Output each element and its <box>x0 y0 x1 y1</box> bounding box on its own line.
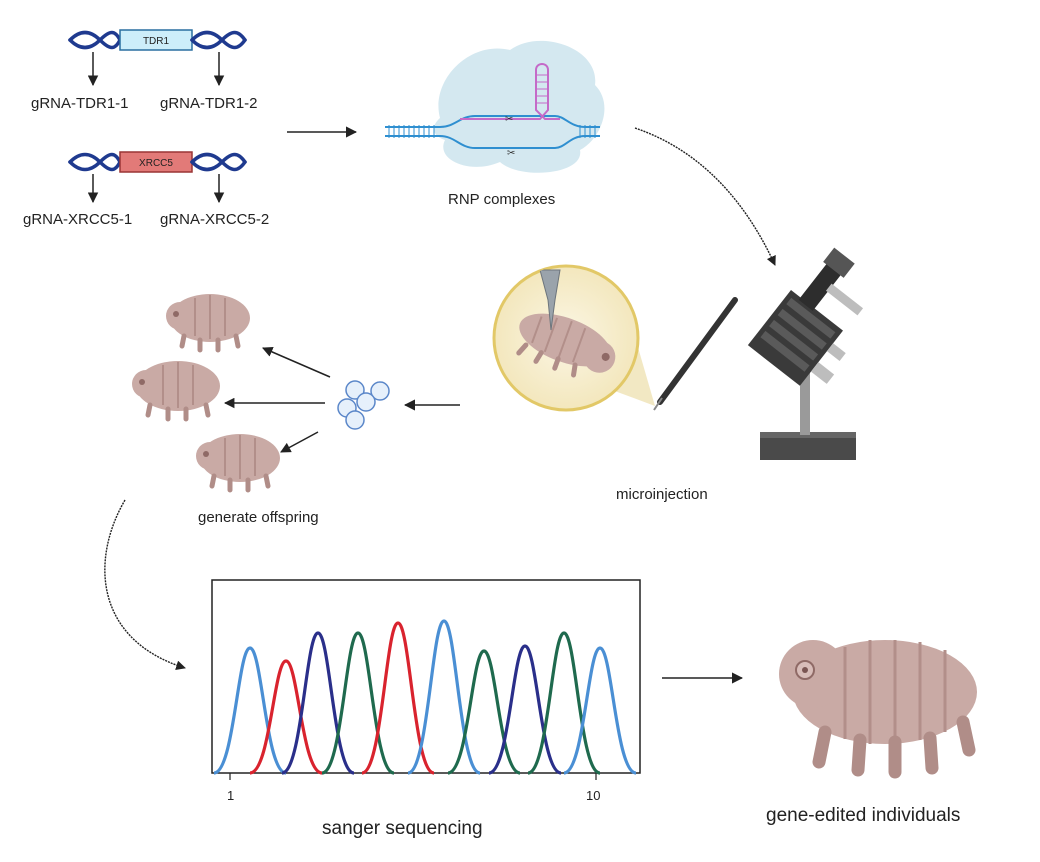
lens-needle <box>539 269 561 331</box>
axis-tick-10: 10 <box>586 788 601 803</box>
chromatogram-peak-10 <box>563 646 637 775</box>
micromanipulator-icon <box>653 247 864 460</box>
manipulator-arm <box>798 261 843 311</box>
grna-xrcc5-1-label: gRNA-XRCC5-1 <box>23 211 133 228</box>
gene-label-xrcc5: XRCC5 <box>139 158 173 169</box>
offspring-tardigrade-3 <box>196 434 280 493</box>
edited-caption: gene-edited individuals <box>766 805 961 826</box>
eggs-icon <box>337 380 390 430</box>
chromatogram-peaks <box>213 619 637 775</box>
dna-tdr1: TDR1 <box>68 29 247 87</box>
cas9-protein-blob <box>433 40 605 173</box>
manipulator-pole <box>800 360 810 435</box>
chromatogram-peak-8 <box>488 644 562 775</box>
chromatogram-peak-9 <box>527 631 601 775</box>
dna-ladder-ticks <box>388 125 596 138</box>
grna-tdr1-2-label: gRNA-TDR1-2 <box>160 95 258 112</box>
chromatogram-peak-3 <box>281 631 355 775</box>
scissors-icon-top: ✂ <box>505 114 513 125</box>
sanger-chromatogram <box>211 579 641 780</box>
dna-helix-right-xrcc5 <box>190 152 247 172</box>
arrow-to-microinjection <box>634 127 776 266</box>
tardigrade-in-lens <box>516 313 616 378</box>
sequencing-caption: sanger sequencing <box>322 818 483 839</box>
dna-duplex <box>385 115 600 149</box>
arrow-to-sequencing <box>104 499 186 671</box>
dna-xrcc5: XRCC5 <box>68 151 247 204</box>
chromatogram-peak-1 <box>213 646 287 775</box>
dna-helix-right-tdr1 <box>190 30 247 50</box>
offspring-caption: generate offspring <box>198 509 319 526</box>
offspring-tardigrade-1 <box>166 294 250 353</box>
grna-hairpin-ticks <box>536 74 548 104</box>
rnp-caption: RNP complexes <box>448 191 556 208</box>
rnp-complex-icon: ✂ ✂ <box>385 40 605 173</box>
grna-xrcc5-2-label: gRNA-XRCC5-2 <box>160 211 270 228</box>
axis-tick-1: 1 <box>227 788 235 803</box>
guide-rna-strand <box>460 63 560 120</box>
chromatogram-peak-5 <box>361 621 435 775</box>
injection-needle <box>657 297 738 405</box>
chromatogram-peak-2 <box>249 659 323 775</box>
dna-helix-left-xrcc5 <box>68 152 122 172</box>
offspring-tardigrade-2 <box>132 361 220 422</box>
microinjection-zoom-lens <box>492 264 640 412</box>
grna-tdr1-1-label: gRNA-TDR1-1 <box>31 95 129 112</box>
arrow-to-offspring-3 <box>280 431 319 453</box>
chromatogram-peak-4 <box>321 631 395 775</box>
microinjection-caption: microinjection <box>616 486 708 503</box>
chromatogram-peak-7 <box>447 649 521 775</box>
arrow-to-offspring-1 <box>262 346 331 378</box>
chromatogram-frame <box>211 579 641 774</box>
gene-label-tdr1: TDR1 <box>143 36 170 47</box>
dna-helix-left-tdr1 <box>68 30 122 50</box>
scissors-icon-bottom: ✂ <box>507 148 515 159</box>
gene-edited-tardigrade <box>779 640 977 779</box>
